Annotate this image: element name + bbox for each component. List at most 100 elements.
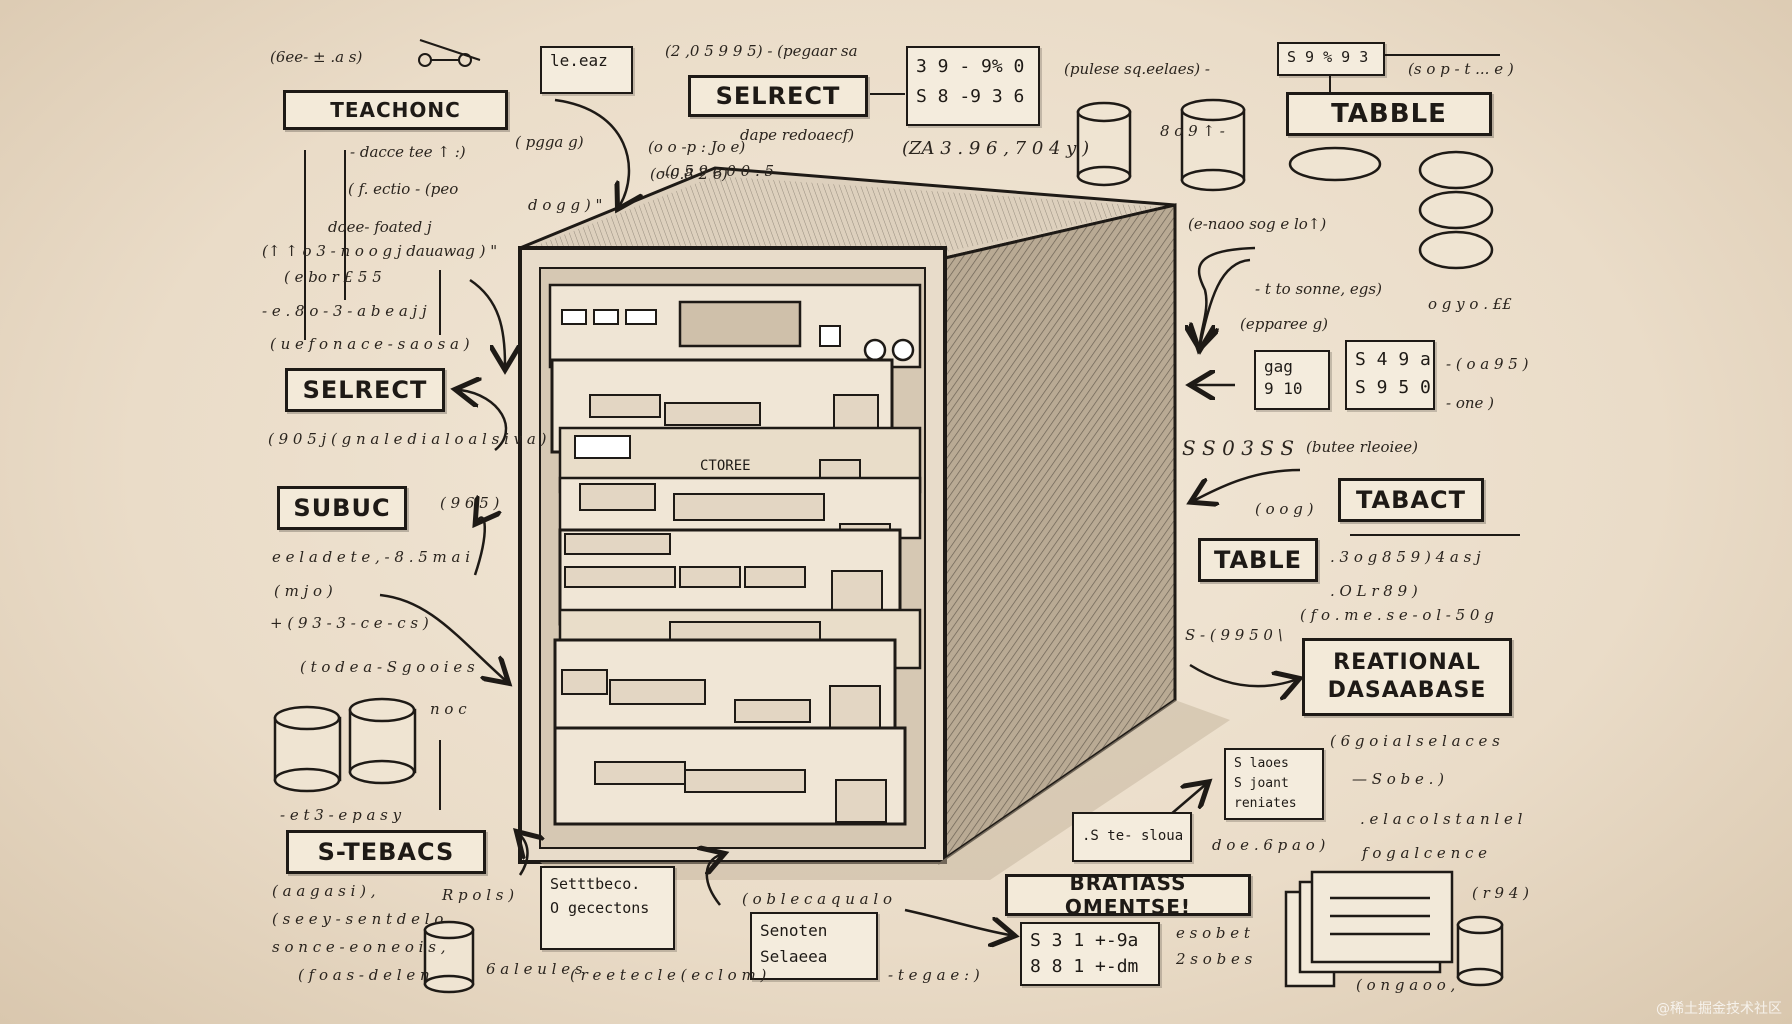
note: ( e bo r £ 5 5 — [284, 268, 382, 286]
note: . 3 o g 8 5 9 ) 4 a s j — [1330, 548, 1481, 566]
arrow-7 — [1200, 258, 1251, 345]
note: . e l a c o l s t a n l e l — [1360, 810, 1523, 828]
note: (epparee g) — [1240, 315, 1329, 333]
drive-bay-7 — [553, 726, 907, 826]
cylinder-bottom-left — [423, 920, 475, 994]
card-gag: gag 9 10 — [1254, 350, 1330, 410]
document-stack — [1284, 870, 1454, 988]
label-subuc: SUBUC — [277, 486, 407, 530]
cylinder-left-1 — [273, 705, 342, 793]
note: (↑ ↑ o 3 - n o o g j dauawag ) " — [262, 242, 498, 260]
arrow-5 — [379, 593, 505, 680]
card-stenes: S laoes S joant reniates — [1224, 748, 1324, 820]
note: - t to sonne, egs) — [1255, 280, 1382, 298]
card-s-table-top: S 9 % 9 3 — [1277, 42, 1385, 76]
note: ( 9 0 5 j ( g n a l e d i a l o a l s i … — [268, 430, 547, 448]
note: S - ( 9 9 5 0 \ — [1185, 626, 1283, 644]
note: ( u e f o n a c e - s a o s a ) — [270, 335, 470, 353]
note: - e t 3 - e p a s y — [280, 806, 402, 824]
note: d o e . 6 p a o ) — [1212, 836, 1326, 854]
note: + ( 9 3 - 3 - c e - c s ) — [270, 614, 429, 632]
label-selrect-left: SELRECT — [285, 368, 445, 412]
note: n o c — [430, 700, 467, 718]
arrow-13 — [707, 855, 720, 906]
note: e e l a d e t e , - 8 . 5 m a i — [272, 548, 471, 566]
note: (o-0.8 2 o) — [650, 165, 728, 183]
note: (6ee- ± .a s) — [270, 48, 363, 66]
note: ( 9 6 5 ) — [440, 494, 500, 512]
connection-arrows — [379, 98, 1301, 935]
cylinder-bottom-right — [1456, 915, 1504, 987]
note: — S o b e . ) — [1352, 770, 1445, 788]
note: ( 6 g o i a l s e l a c e s — [1330, 732, 1500, 750]
watermark: @稀土掘金技术社区 — [1656, 1001, 1782, 1017]
note: - ( o a 9 5 ) — [1446, 355, 1529, 373]
drive-bay-6 — [553, 638, 897, 742]
note: doee- foated j — [328, 218, 432, 236]
server-cabinet — [518, 166, 1230, 880]
label-tabble: TABBLE — [1286, 92, 1492, 136]
card-settbeco: Setttbeco. O gecectons — [540, 866, 675, 950]
note: ( m j o ) — [274, 582, 333, 600]
label-s-tebacs: S-TEBACS — [286, 830, 486, 874]
note: d o g g ) " — [528, 196, 603, 214]
note: ( o n g a o o , — [1356, 976, 1456, 994]
card-bottom-numbers: S 3 1 +-9a 8 8 1 +-dm — [1020, 922, 1160, 986]
arrow-3 — [460, 390, 508, 451]
cylinder-top-1 — [1076, 101, 1132, 187]
note: ( a a g a s i ) , — [272, 882, 376, 900]
note: - one ) — [1446, 394, 1495, 412]
note: (ZA 3 . 9 6 , 7 0 4 y ) — [902, 138, 1090, 159]
note: s o n c e - e o n e o i s , — [272, 938, 446, 956]
card-selection: Senoten Selaeea — [750, 912, 878, 980]
note: ( o b l e c a q u a l o — [742, 890, 892, 908]
database-cylinders — [273, 98, 1504, 994]
arrow-12 — [904, 908, 1010, 935]
arrow-9 — [1195, 468, 1301, 500]
device-label: CTOREE — [700, 458, 751, 474]
note: - e . 8 o - 3 - a b e a j j — [262, 302, 427, 320]
arrow-1 — [554, 98, 629, 205]
note: (pulese sq.eelaes) - — [1064, 60, 1210, 78]
arrow-10 — [1189, 663, 1295, 686]
arrow-11 — [1169, 785, 1205, 816]
power-knob — [863, 338, 887, 362]
label-bratiass: BRATIASS OMENTSE! — [1005, 871, 1251, 919]
note: o g y o . ££ — [1428, 295, 1512, 313]
note: dape redoaecf) — [740, 126, 855, 144]
card-top-numbers: 3 9 - 9% 0 S 8 -9 3 6 — [906, 46, 1040, 126]
note: . O L r 8 9 ) — [1330, 582, 1418, 600]
card-leaz: le.eaz — [540, 46, 633, 94]
note: 2 s o b e s — [1176, 950, 1253, 968]
cylinder-left-2 — [348, 697, 417, 785]
card-s-rows: S 4 9 a S 9 5 0 — [1345, 340, 1435, 410]
note: ( t o d e a - S g o o i e s — [300, 658, 475, 676]
card-stesloua: .S te- sloua — [1072, 812, 1192, 862]
note: ( r 9 4 ) — [1472, 884, 1530, 902]
note: - t e g a e : ) — [888, 966, 980, 984]
label-relational-database: REATIONAL DASAABASE — [1302, 638, 1512, 716]
arrow-2 — [469, 278, 505, 365]
note: (o o -p : Jo e) — [648, 138, 746, 156]
note: S S 0 3 S S — [1182, 436, 1295, 460]
note: ( o o g ) — [1255, 500, 1314, 518]
arrow-4 — [475, 517, 485, 576]
note: ( pgga g) — [515, 133, 584, 151]
note: R p o l s ) — [442, 886, 515, 904]
note: e s o b e t — [1176, 924, 1250, 942]
label-table: TABLE — [1198, 538, 1318, 582]
note: (2 ,0 5 9 9 5) - (pegaar sa — [665, 42, 858, 60]
note: 6 a l e u l e s — [486, 960, 583, 978]
note: ( f o . m e . s e - o l - 5 0 g — [1300, 606, 1494, 624]
label-selrect-top: SELRECT — [688, 75, 868, 117]
note: ( f. ectio - (peo — [348, 180, 459, 198]
drive-bay-4 — [558, 528, 902, 626]
note: ( s e e y - s e n t d e l o — [272, 910, 444, 928]
note: (s o p - t ... e ) — [1408, 60, 1514, 78]
note: f o g a l c e n c e — [1362, 844, 1488, 862]
note: 8 o 9 ↑ - — [1160, 122, 1225, 140]
note: ( r e e t e c l e ( e c l o m ) — [570, 966, 767, 984]
disk-stack — [1288, 146, 1494, 270]
label-teachonc: TEACHONC — [283, 90, 508, 130]
